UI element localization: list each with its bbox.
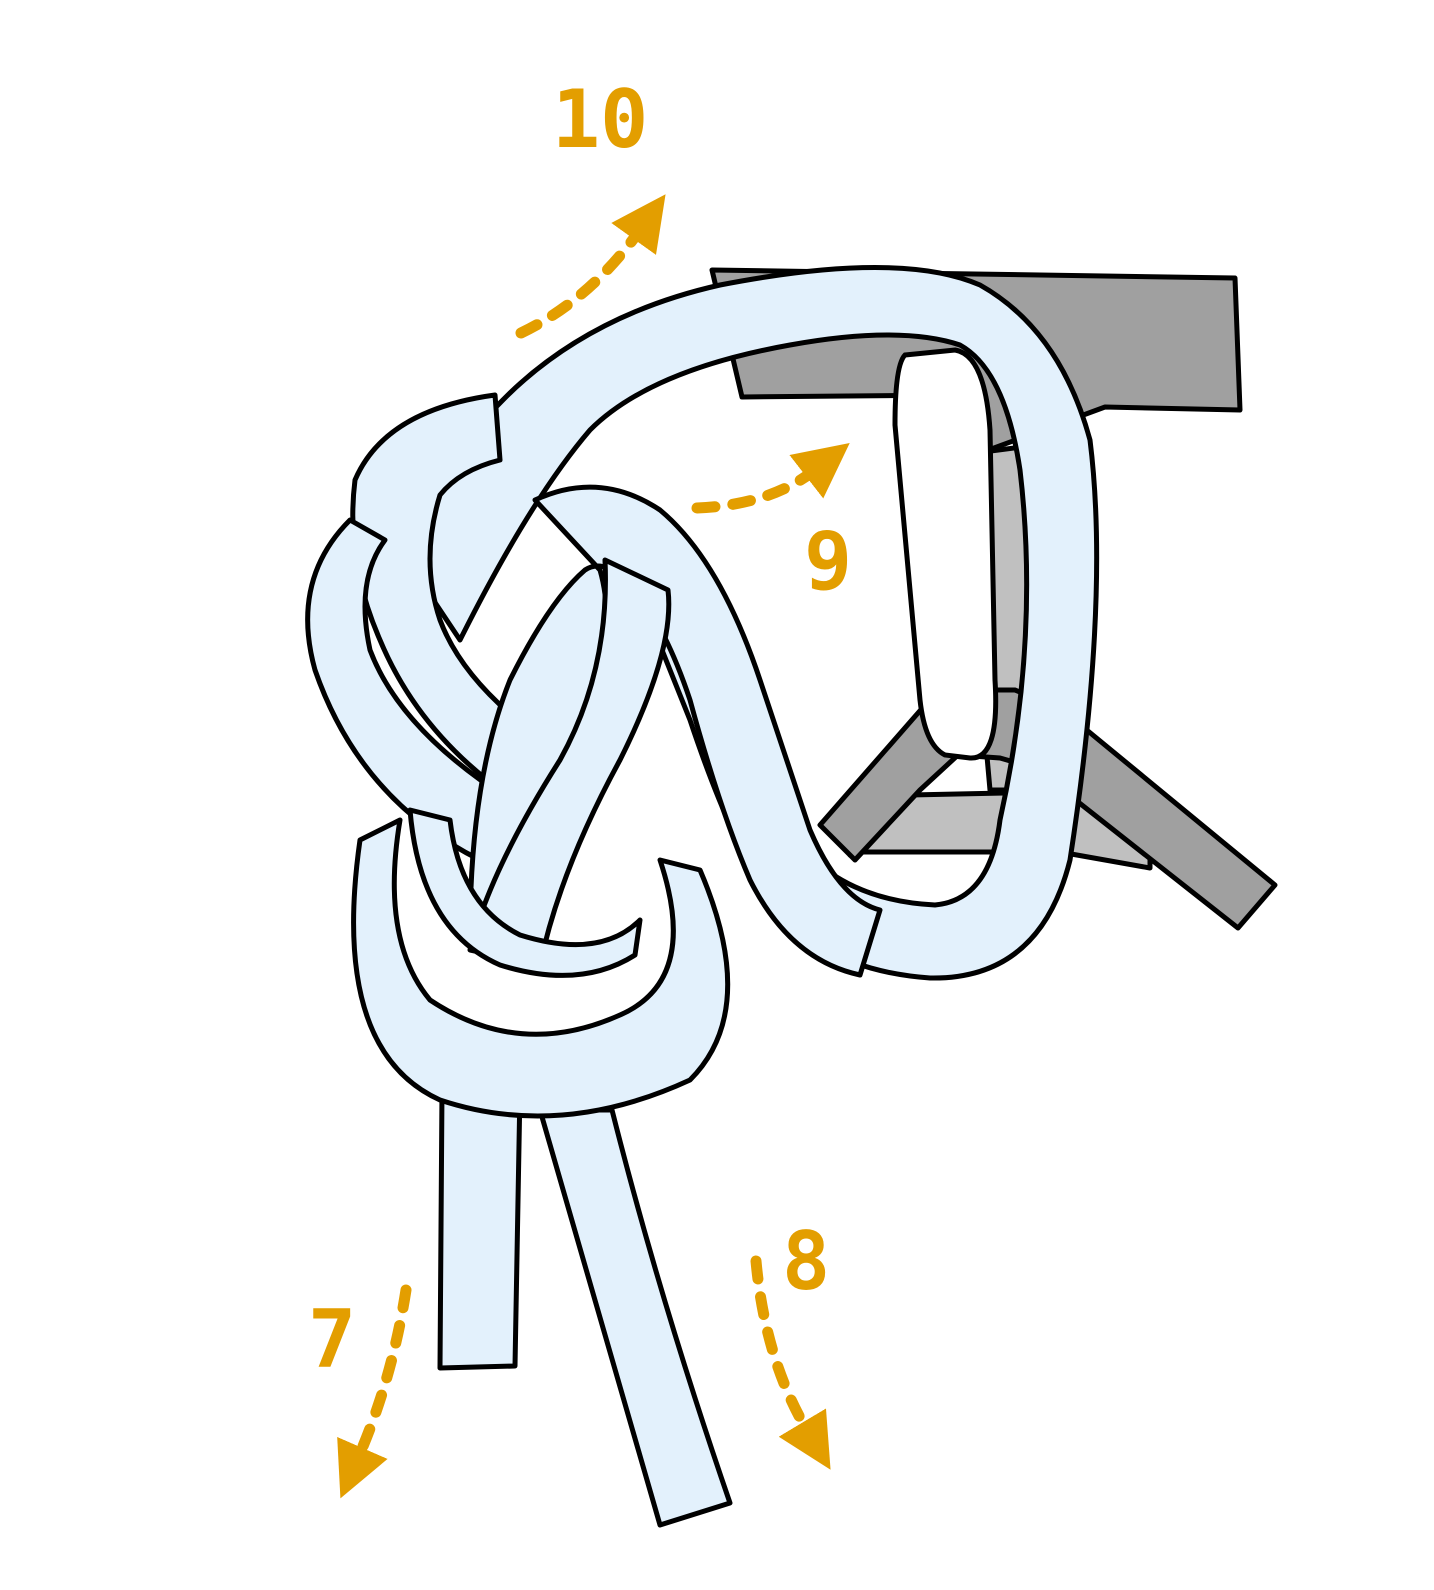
arrow-step-8 — [750, 1255, 831, 1470]
step-label-9: 9 — [804, 515, 853, 608]
rope-tail-left — [437, 1087, 523, 1371]
rope-tail-right — [537, 1107, 733, 1528]
direction-arrows — [337, 194, 850, 1499]
carabiner-gate — [892, 347, 999, 761]
step-label-8: 8 — [782, 1215, 831, 1308]
step-label-7: 7 — [308, 1293, 357, 1386]
rope-lower-loop — [351, 817, 731, 1119]
rope — [305, 265, 1100, 1528]
arrow-step-10 — [515, 194, 666, 339]
carabiner — [892, 347, 999, 761]
arrow-step-7 — [337, 1284, 412, 1499]
rope-inner-band — [407, 807, 643, 978]
step-label-10: 10 — [552, 73, 649, 166]
arrow-step-9 — [691, 442, 850, 514]
